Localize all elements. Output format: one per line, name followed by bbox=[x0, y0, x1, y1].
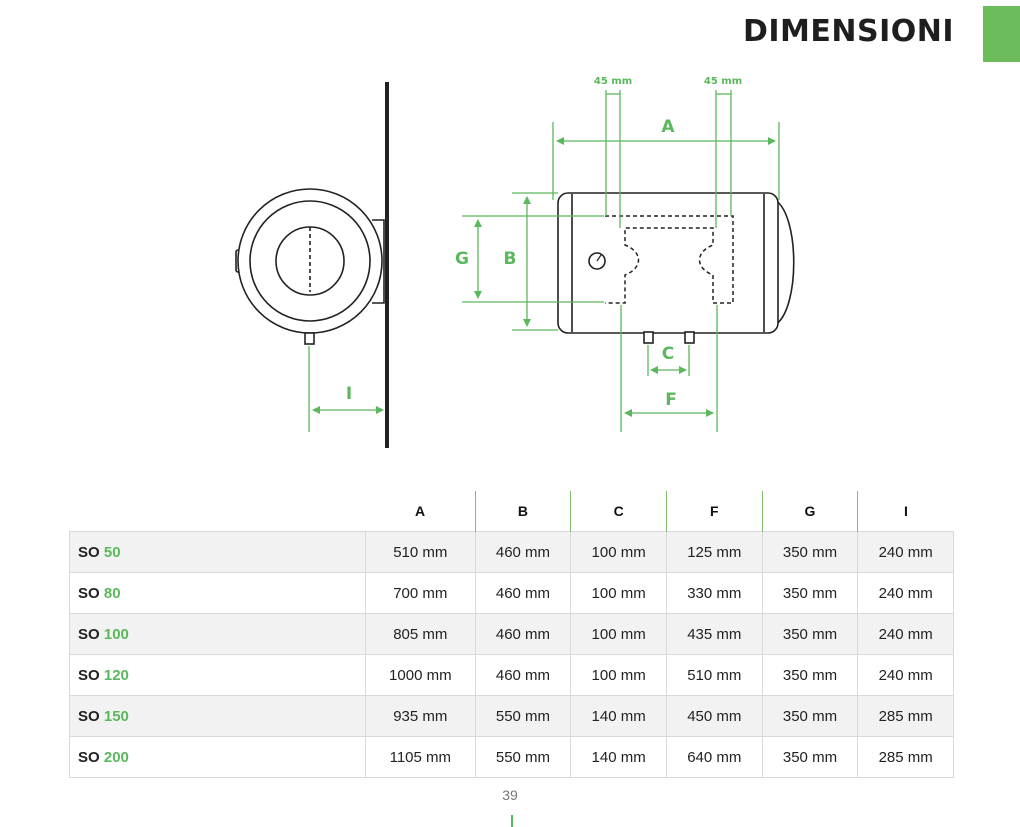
tank-body bbox=[557, 192, 779, 334]
gap-label-left: 45 mm bbox=[594, 76, 632, 87]
model-number: 100 bbox=[103, 625, 129, 643]
header-a: A bbox=[415, 503, 426, 519]
dim-label-a: A bbox=[661, 117, 675, 137]
value-cell: 100 mm bbox=[570, 654, 667, 696]
value-cell: 240 mm bbox=[857, 654, 954, 696]
value-cell: 285 mm bbox=[857, 695, 954, 737]
value-cell: 460 mm bbox=[474, 654, 571, 696]
value-cell: 510 mm bbox=[665, 654, 763, 696]
model-cell: SO 120 bbox=[69, 654, 366, 696]
value-cell: 350 mm bbox=[761, 572, 858, 614]
value-cell: 550 mm bbox=[474, 695, 571, 737]
value-cell: 285 mm bbox=[857, 736, 954, 778]
value-cell: 350 mm bbox=[761, 736, 858, 778]
value-cell: 640 mm bbox=[665, 736, 763, 778]
dim-label-b: B bbox=[504, 249, 517, 269]
value-cell: 460 mm bbox=[474, 572, 571, 614]
accent-block bbox=[983, 6, 1020, 62]
value-cell: 460 mm bbox=[474, 531, 571, 573]
value-cell: 1000 mm bbox=[365, 654, 476, 696]
pipe-stub bbox=[304, 332, 315, 345]
dim-label-c: C bbox=[662, 344, 674, 364]
model-cell: SO 150 bbox=[69, 695, 366, 737]
model-prefix: SO bbox=[78, 748, 100, 766]
outlet-pipe bbox=[684, 331, 695, 344]
dimension-diagram: A B G C F I 45 mm 45 mm bbox=[235, 76, 795, 448]
value-cell: 330 mm bbox=[665, 572, 763, 614]
page-tick bbox=[511, 815, 513, 827]
value-cell: 240 mm bbox=[857, 613, 954, 655]
dim-label-f: F bbox=[665, 390, 677, 410]
value-cell: 100 mm bbox=[570, 613, 667, 655]
model-cell: SO 80 bbox=[69, 572, 366, 614]
value-cell: 350 mm bbox=[761, 531, 858, 573]
value-cell: 140 mm bbox=[570, 736, 667, 778]
model-cell: SO 50 bbox=[69, 531, 366, 573]
value-cell: 460 mm bbox=[474, 613, 571, 655]
header-c: C bbox=[570, 491, 667, 532]
value-cell: 350 mm bbox=[761, 613, 858, 655]
header-f: F bbox=[665, 491, 763, 532]
page-number: 39 bbox=[502, 787, 518, 803]
value-cell: 125 mm bbox=[665, 531, 763, 573]
side-view bbox=[235, 82, 389, 448]
dim-i bbox=[308, 346, 384, 432]
model-prefix: SO bbox=[78, 584, 100, 602]
model-prefix: SO bbox=[78, 543, 100, 561]
model-prefix: SO bbox=[78, 625, 100, 643]
model-number: 120 bbox=[103, 666, 129, 684]
inlet-pipe bbox=[643, 331, 654, 344]
model-number: 200 bbox=[103, 748, 129, 766]
dim-label-i: I bbox=[346, 384, 352, 404]
value-cell: 550 mm bbox=[474, 736, 571, 778]
value-cell: 450 mm bbox=[665, 695, 763, 737]
front-view bbox=[557, 192, 795, 344]
value-cell: 805 mm bbox=[365, 613, 476, 655]
value-cell: 240 mm bbox=[857, 572, 954, 614]
page-title: DIMENSIONI bbox=[742, 14, 954, 49]
model-cell: SO 100 bbox=[69, 613, 366, 655]
tank-right-dome bbox=[774, 199, 795, 326]
dim-label-g: G bbox=[455, 249, 469, 269]
model-number: 80 bbox=[103, 584, 121, 602]
value-cell: 140 mm bbox=[570, 695, 667, 737]
value-cell: 435 mm bbox=[665, 613, 763, 655]
value-cell: 510 mm bbox=[365, 531, 476, 573]
gap-label-right: 45 mm bbox=[704, 76, 742, 87]
model-prefix: SO bbox=[78, 707, 100, 725]
model-prefix: SO bbox=[78, 666, 100, 684]
value-cell: 1105 mm bbox=[365, 736, 476, 778]
value-cell: 700 mm bbox=[365, 572, 476, 614]
tank-inner-ring bbox=[249, 200, 371, 322]
value-cell: 350 mm bbox=[761, 654, 858, 696]
tank-outer-ring bbox=[237, 188, 383, 334]
dim-lines bbox=[462, 90, 780, 432]
header-i: I bbox=[857, 491, 954, 532]
header-b: B bbox=[474, 491, 571, 532]
model-number: 50 bbox=[103, 543, 121, 561]
value-cell: 100 mm bbox=[570, 531, 667, 573]
table-header-row: A B C F G I bbox=[70, 491, 954, 532]
value-cell: 935 mm bbox=[365, 695, 476, 737]
header-blank bbox=[70, 491, 366, 532]
value-cell: 350 mm bbox=[761, 695, 858, 737]
model-cell: SO 200 bbox=[69, 736, 366, 778]
model-number: 150 bbox=[103, 707, 129, 725]
value-cell: 240 mm bbox=[857, 531, 954, 573]
value-cell: 100 mm bbox=[570, 572, 667, 614]
header-g: G bbox=[761, 491, 858, 532]
